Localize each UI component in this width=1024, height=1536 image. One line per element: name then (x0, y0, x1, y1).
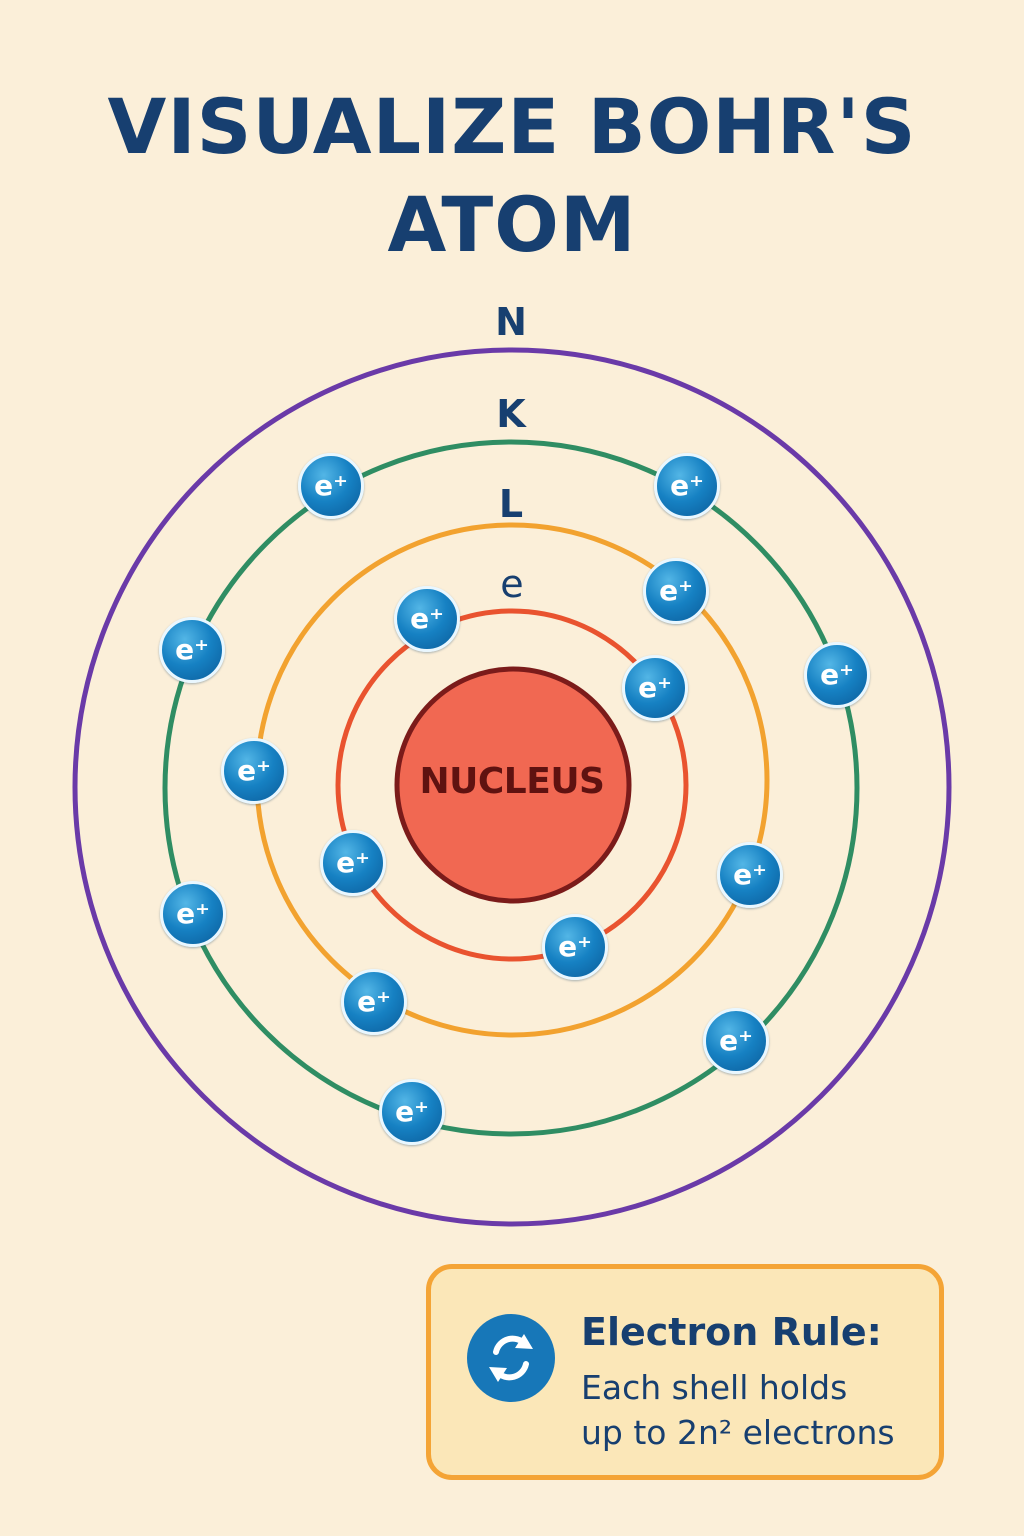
electron-label: e⁺ (410, 602, 444, 635)
shell-label-l: L (498, 482, 524, 526)
electron-rule-box: Electron Rule: Each shell holds up to 2n… (426, 1264, 944, 1480)
electron-label: e⁺ (314, 469, 348, 502)
refresh-icon (467, 1314, 555, 1402)
electron-rule-line-2: up to 2n² electrons (581, 1413, 895, 1452)
electron-label: e⁺ (670, 469, 704, 502)
title-line-2: ATOM (387, 180, 637, 269)
orbit-e (335, 608, 689, 962)
electron: e⁺ (341, 969, 407, 1035)
electron: e⁺ (804, 642, 870, 708)
shell-label-e: e (500, 562, 524, 606)
nucleus (394, 666, 632, 904)
electron: e⁺ (394, 586, 460, 652)
electron: e⁺ (160, 881, 226, 947)
electron: e⁺ (703, 1008, 769, 1074)
electron: e⁺ (622, 655, 688, 721)
electron: e⁺ (221, 738, 287, 804)
nucleus-label: NUCLEUS (419, 761, 605, 802)
electron: e⁺ (320, 830, 386, 896)
electron-label: e⁺ (638, 671, 672, 704)
electron: e⁺ (654, 453, 720, 519)
orbit-k (162, 439, 860, 1137)
electron: e⁺ (643, 558, 709, 624)
shell-label-n: N (495, 300, 527, 344)
electron-label: e⁺ (733, 858, 767, 891)
electron: e⁺ (298, 453, 364, 519)
electron: e⁺ (717, 842, 783, 908)
orbit-n (72, 347, 952, 1227)
electron-label: e⁺ (336, 846, 370, 879)
electron-label: e⁺ (175, 633, 209, 666)
title-line-1: VISUALIZE BOHR'S (107, 82, 917, 171)
electron-label: e⁺ (176, 897, 210, 930)
electron: e⁺ (379, 1079, 445, 1145)
electron-label: e⁺ (820, 658, 854, 691)
electron-rule-title: Electron Rule: (581, 1310, 882, 1354)
electron: e⁺ (542, 914, 608, 980)
electron-label: e⁺ (395, 1095, 429, 1128)
electron-label: e⁺ (357, 985, 391, 1018)
electron-label: e⁺ (719, 1024, 753, 1057)
electron-rule-line-1: Each shell holds (581, 1368, 848, 1407)
electron-rule-text: Each shell holds up to 2n² electrons (581, 1365, 941, 1455)
electron-label: e⁺ (659, 574, 693, 607)
electron-label: e⁺ (237, 754, 271, 787)
diagram-title: VISUALIZE BOHR'S ATOM (0, 78, 1024, 274)
electron-label: e⁺ (558, 930, 592, 963)
shell-label-k: K (496, 392, 526, 436)
electron: e⁺ (159, 617, 225, 683)
